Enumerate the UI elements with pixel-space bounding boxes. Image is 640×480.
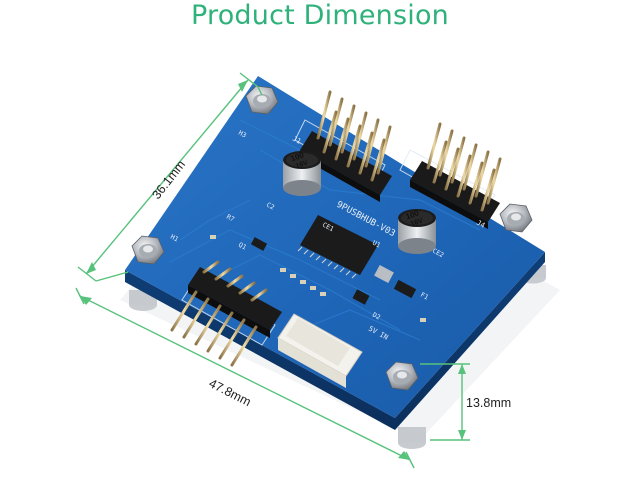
label-j1: J1 <box>291 135 302 146</box>
capacitor-voltage-text: 16V <box>295 159 309 170</box>
mount-nut-right <box>499 203 533 233</box>
dimension-arrows <box>80 80 466 460</box>
mount-nut-left <box>131 235 165 265</box>
label-q1: Q1 <box>237 241 248 252</box>
smd-components <box>210 235 426 322</box>
capacitor-voltage-text-2: 16V <box>410 217 424 228</box>
label-j4: J4 <box>475 219 486 230</box>
capacitor-value-text-2: 100 <box>405 208 421 221</box>
ic-u1 <box>297 215 378 279</box>
label-h3: H3 <box>237 129 248 140</box>
label-d2: D2 <box>371 311 382 322</box>
jst-connector-5v-in <box>277 313 363 388</box>
page-title: Product Dimension <box>190 0 449 31</box>
pcb-edge <box>125 252 545 430</box>
pin-header-j4 <box>410 122 502 229</box>
label-f1: F1 <box>419 291 430 302</box>
label-u1: U1 <box>371 239 382 250</box>
label-h1: H1 <box>169 233 180 244</box>
capacitor-ce2: 100 16V <box>398 208 436 254</box>
pin-header-side <box>170 260 282 367</box>
dimension-height-label: 13.8mm <box>466 396 511 410</box>
label-r7: R7 <box>225 213 236 224</box>
mount-nut-bottom <box>385 361 419 391</box>
label-c2: C2 <box>265 201 276 212</box>
capacitor-value-text: 100 <box>290 150 306 163</box>
dimension-width-label: 47.8mm <box>207 376 254 409</box>
capacitor-ce1: 100 16V <box>283 150 321 196</box>
